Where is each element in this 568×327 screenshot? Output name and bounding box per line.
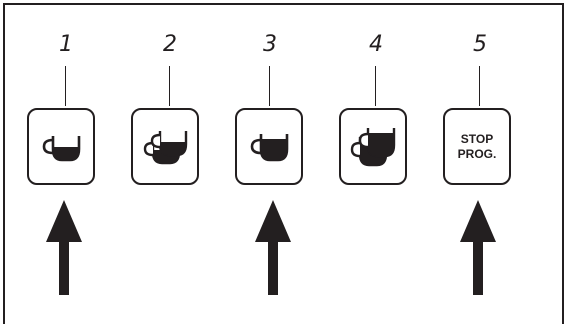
double-small-coffee-button[interactable] [131,108,199,185]
button-number-3: 3 [263,32,277,57]
leader-line-2 [169,66,170,106]
panel-frame [3,3,564,324]
leader-line-5 [479,66,480,106]
stop-prog-label: STOP PROG. [458,132,497,162]
leader-line-4 [375,66,376,106]
stop-prog-line-2: PROG. [457,146,497,161]
stop-prog-button[interactable]: STOP PROG. [443,108,511,185]
button-number-2: 2 [163,32,177,57]
arrow-up-icon [460,200,496,295]
leader-line-3 [269,66,270,106]
small-cup-icon [42,135,81,161]
double-large-coffee-button[interactable] [339,108,407,185]
large-cup-icon [250,133,289,161]
button-number-4: 4 [369,32,383,57]
small-coffee-button[interactable] [27,108,95,185]
button-number-1: 1 [59,32,73,57]
button-number-5: 5 [473,32,487,57]
leader-line-1 [65,66,66,106]
stop-prog-line-1: STOP [460,131,494,146]
arrow-up-icon [46,200,82,295]
double-large-cup-icon [350,127,396,166]
double-small-cup-icon [143,130,188,164]
arrow-up-icon [255,200,291,295]
large-coffee-button[interactable] [235,108,303,185]
